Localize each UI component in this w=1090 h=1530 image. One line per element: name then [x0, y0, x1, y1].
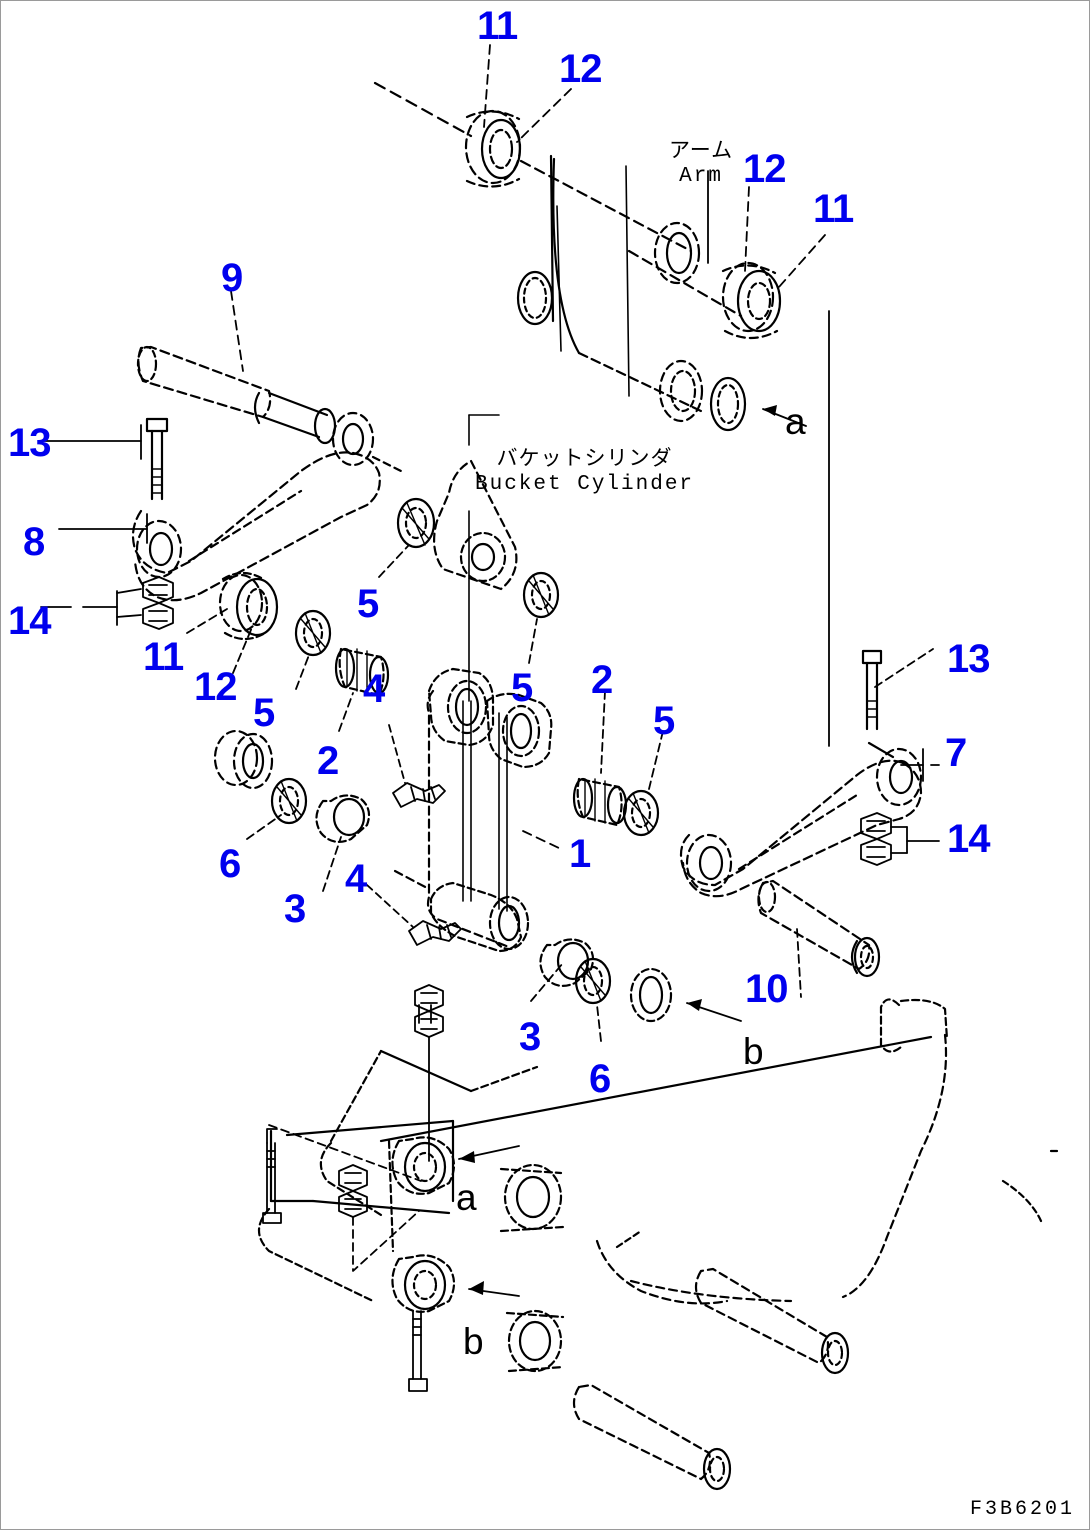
callout-13-left: 13	[8, 421, 51, 465]
callout-13-right: 13	[947, 637, 990, 681]
callout-12-center: 12	[194, 665, 237, 709]
callout-4-lower: 4	[345, 857, 367, 901]
callout-8-link: 8	[23, 520, 45, 564]
section-letter-a-upper: a	[785, 401, 806, 442]
drawing-code: F3B6201	[969, 1498, 1075, 1521]
callout-12-arm: 12	[743, 147, 786, 191]
callout-6-bottom: 6	[589, 1057, 611, 1101]
callout-10-pin: 10	[745, 967, 788, 1011]
section-letter-b-mid: b	[743, 1031, 764, 1072]
callout-14-left: 14	[8, 599, 51, 643]
callout-5-mid: 5	[511, 666, 533, 710]
callout-11-center: 11	[143, 635, 184, 679]
callout-14-right: 14	[947, 817, 990, 861]
callout-5-upper: 5	[357, 582, 379, 626]
callout-4-upper: 4	[363, 667, 385, 711]
callout-9-pin: 9	[221, 256, 243, 300]
callout-3-left: 3	[284, 887, 306, 931]
note-arm-jp: アーム	[669, 141, 734, 164]
callout-5-left: 5	[253, 691, 275, 735]
callout-2-right: 2	[591, 658, 613, 702]
note-bucket-cylinder-en: Bucket Cylinder	[475, 473, 695, 497]
note-arm-en: Arm	[679, 165, 723, 189]
callout-2-left: 2	[317, 739, 339, 783]
note-bucket-cylinder: バケットシリンダ Bucket Cylinder	[475, 449, 694, 497]
section-letter-b-lower: b	[463, 1321, 484, 1362]
callout-6-left: 6	[219, 842, 241, 886]
note-bucket-cylinder-jp: バケットシリンダ	[496, 449, 673, 472]
callout-12-top: 12	[559, 47, 602, 91]
note-arm: アーム Arm	[669, 141, 733, 189]
callout-3-bottom: 3	[519, 1015, 541, 1059]
callout-7-link: 7	[945, 731, 967, 775]
callout-11-arm: 11	[813, 187, 854, 231]
section-letter-a-lower: a	[456, 1177, 477, 1218]
callout-5-right: 5	[653, 699, 675, 743]
callout-11-top: 11	[477, 4, 518, 48]
callout-1-link: 1	[569, 832, 591, 876]
